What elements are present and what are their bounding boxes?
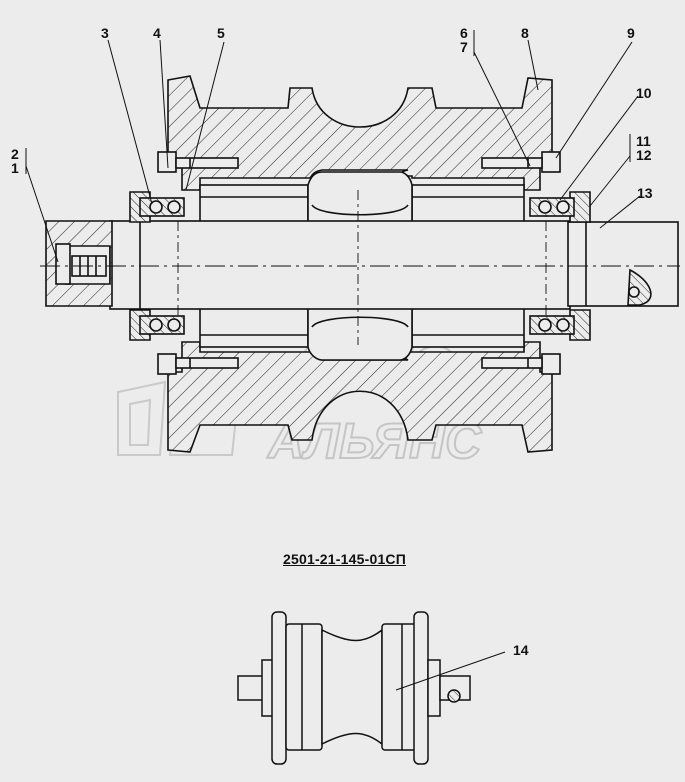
roller-drum <box>321 628 383 746</box>
flange-right <box>413 611 429 765</box>
axle-right-stub <box>439 675 471 701</box>
callout-5: 5 <box>217 25 225 41</box>
roller-external-view <box>237 611 506 765</box>
callout-14: 14 <box>513 642 529 658</box>
roller-section-view <box>25 30 680 453</box>
flange-left <box>271 611 287 765</box>
callout-7: 7 <box>460 39 468 55</box>
bolt-left-lower <box>157 353 239 375</box>
bolt-right-lower <box>481 353 561 375</box>
callout-13: 13 <box>637 185 653 201</box>
axle-right-end <box>567 221 679 307</box>
callout-4: 4 <box>153 25 161 41</box>
leader-lines <box>25 30 641 263</box>
callout-12: 12 <box>636 147 652 163</box>
callout-10: 10 <box>636 85 652 101</box>
callout-1: 1 <box>11 160 19 176</box>
callout-11: 11 <box>636 133 651 149</box>
drawing-code: 2501-21-145-01СП <box>283 551 407 567</box>
callout-6: 6 <box>460 25 468 41</box>
axle-shaft <box>129 220 571 310</box>
callout-2: 2 <box>11 146 19 162</box>
callout-9: 9 <box>627 25 635 41</box>
callout-8: 8 <box>521 25 529 41</box>
callout-3: 3 <box>101 25 109 41</box>
bolt-right-upper <box>481 151 561 173</box>
